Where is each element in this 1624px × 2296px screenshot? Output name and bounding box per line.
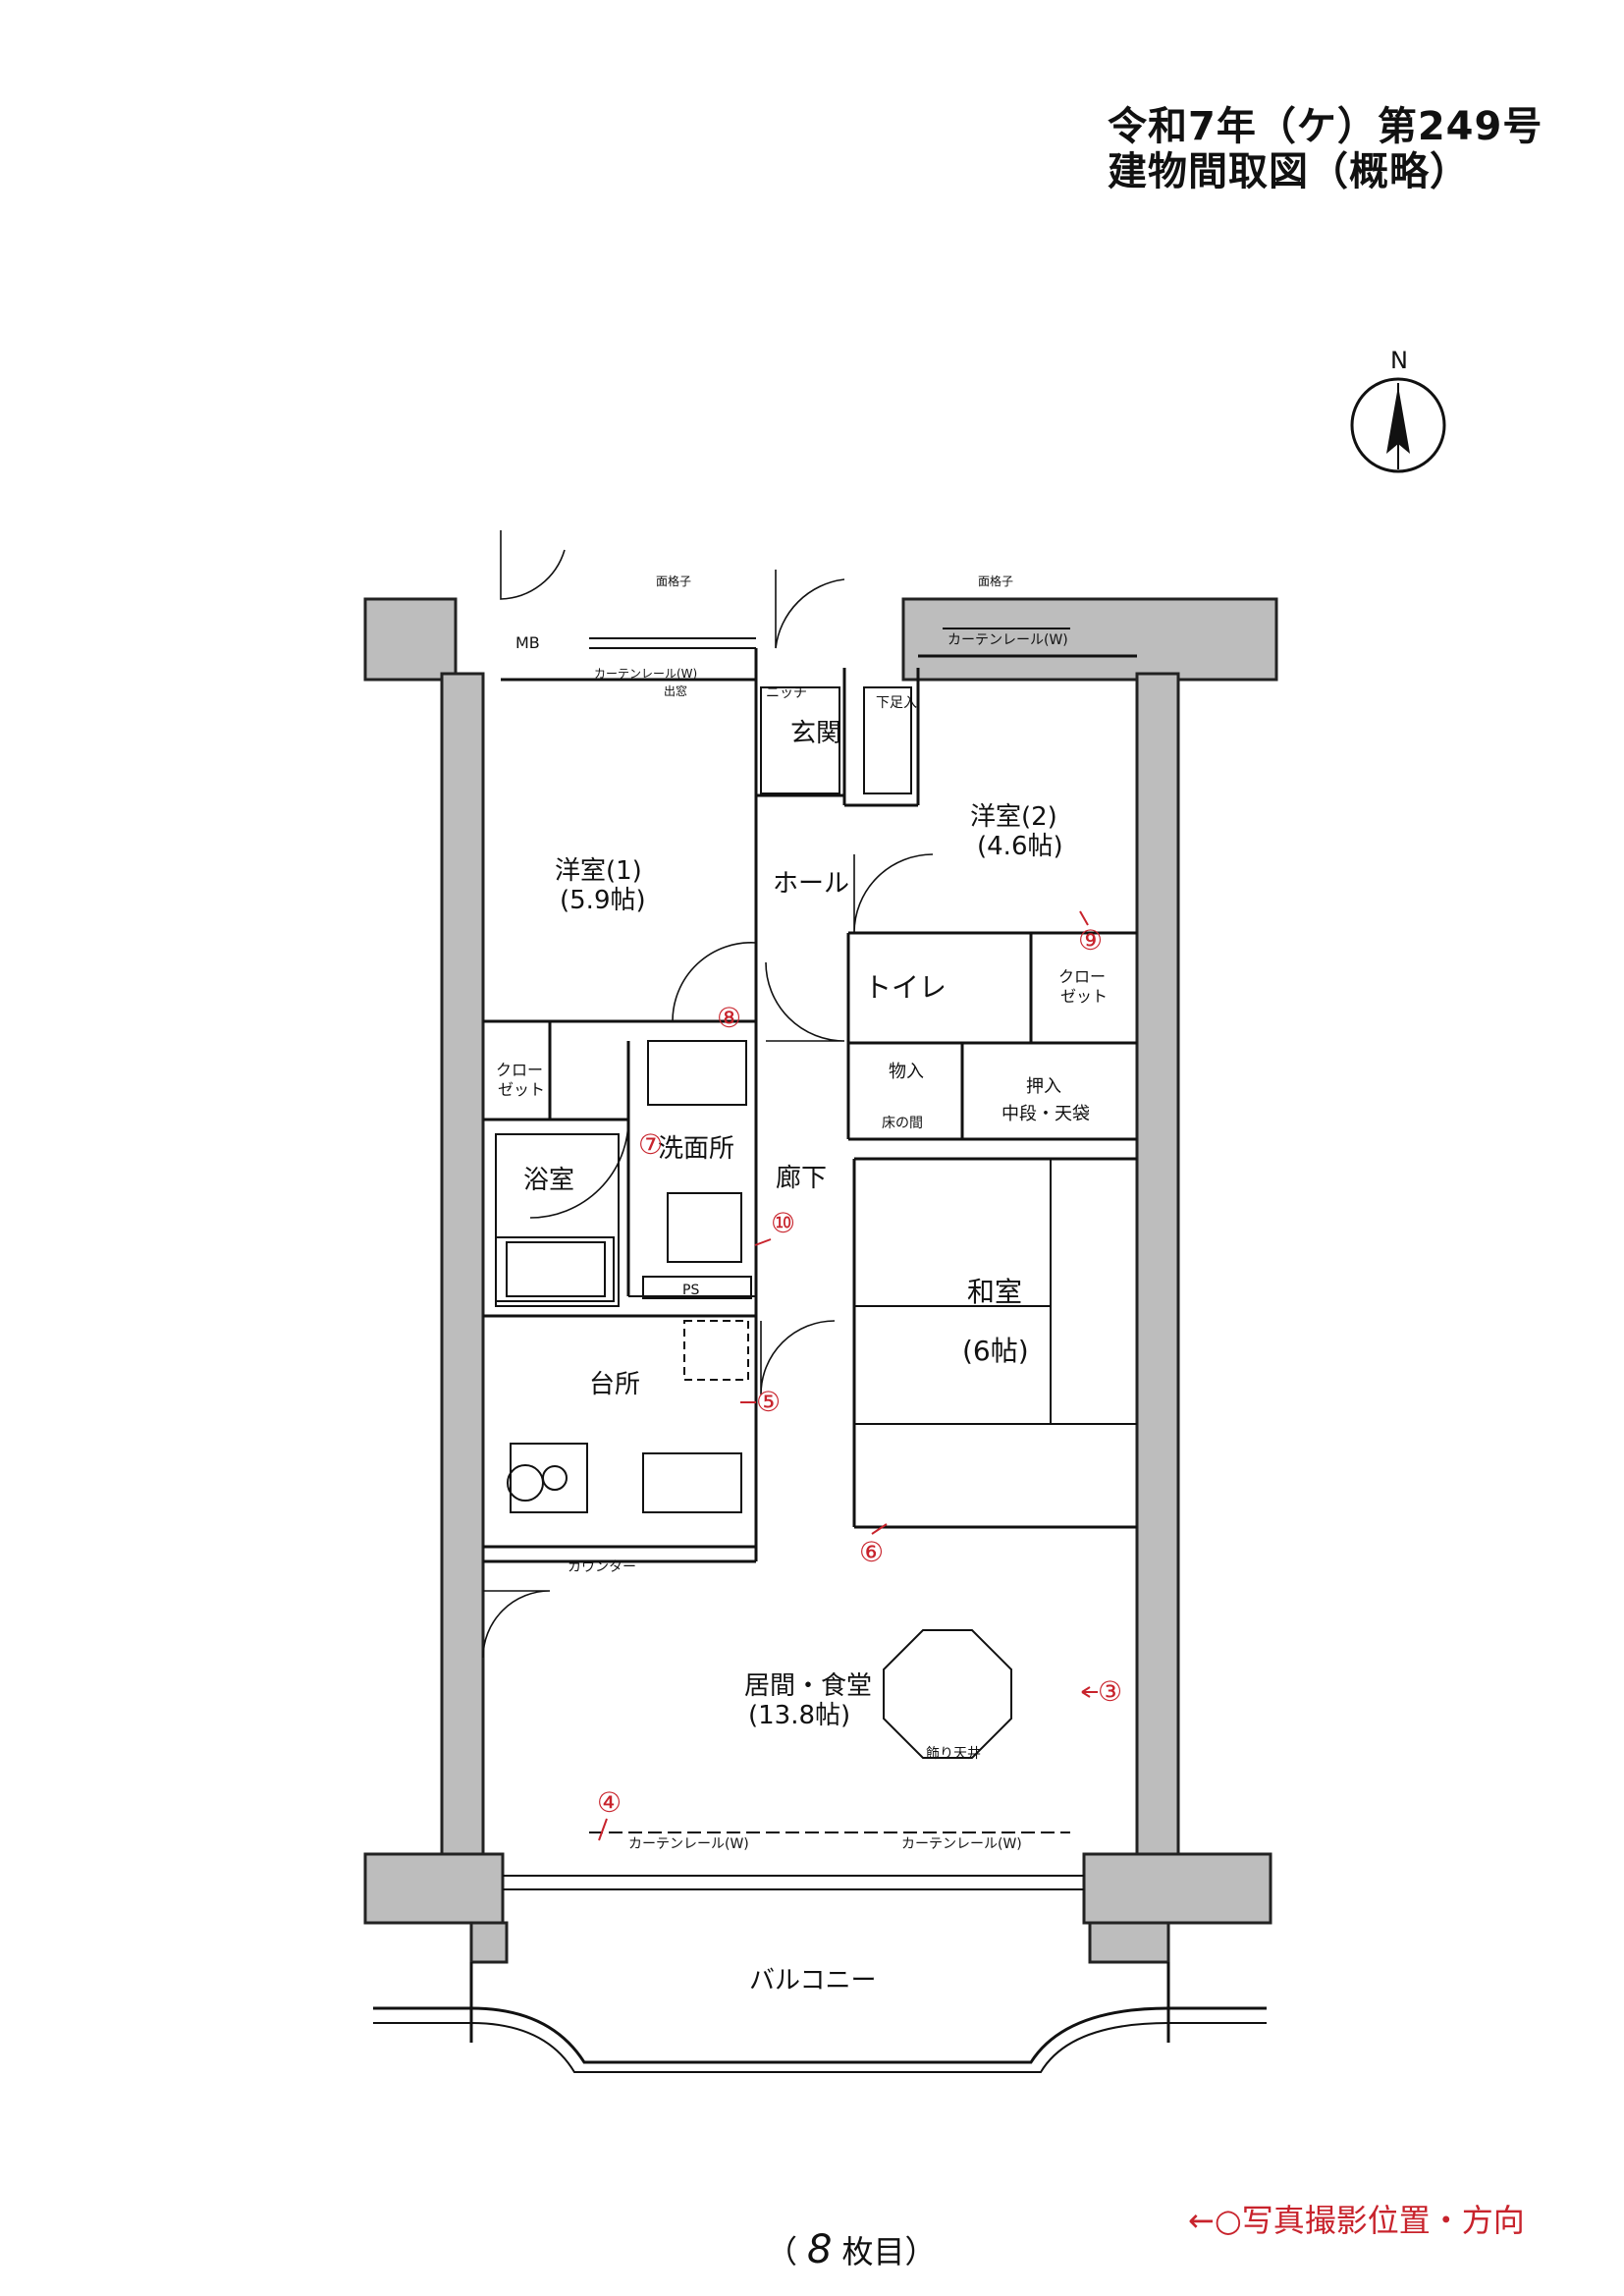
photo-marker-6: ⑥ <box>859 1536 884 1568</box>
photo-marker-3: ③ <box>1098 1675 1122 1708</box>
document-title: 建物間取図（概略） <box>1108 149 1470 194</box>
niche-label: ニッチ <box>766 685 807 701</box>
bathroom-label: 浴室 <box>523 1166 574 1195</box>
living-name: 居間・食堂 <box>744 1671 872 1701</box>
lattice-label-2: 面格子 <box>978 574 1013 588</box>
toilet-label: トイレ <box>864 971 947 1004</box>
corridor-label: 廊下 <box>776 1164 827 1193</box>
photo-marker-9: ⑨ <box>1078 924 1103 957</box>
compass-icon: N <box>1350 347 1446 473</box>
compass-north-label: N <box>1390 347 1408 374</box>
bay-window-label: 出窓 <box>664 683 687 698</box>
walls <box>363 597 1278 1964</box>
photo-marker-10: ⑩ <box>771 1207 795 1239</box>
oshiire-label-a: 押入 <box>1026 1076 1061 1097</box>
photo-marker-5: ⑤ <box>756 1386 781 1418</box>
living-size: (13.8帖) <box>748 1701 850 1730</box>
photo-legend: ←○写真撮影位置・方向 <box>1188 2202 1525 2239</box>
closet-1-label-b: ゼット <box>498 1080 545 1099</box>
hall-label: ホール <box>773 869 849 899</box>
tokonoma-label: 床の間 <box>882 1116 923 1131</box>
hanging-ceiling-label: 飾り天井 <box>926 1746 981 1762</box>
balcony-label: バルコニー <box>749 1966 876 1995</box>
door-swings <box>482 530 934 1659</box>
shoe-box-label: 下足入 <box>876 695 917 711</box>
entrance-label: 玄関 <box>790 719 841 748</box>
photo-marker-4: ④ <box>597 1786 622 1819</box>
storage-label: 物入 <box>889 1062 924 1082</box>
closet-1-label-a: クロー <box>496 1061 543 1079</box>
lattice-label-1: 面格子 <box>656 574 691 588</box>
case-number: 令和7年（ケ）第249号 <box>1108 104 1543 149</box>
curtain-rail-1: カーテンレール(W) <box>594 667 697 681</box>
photo-marker-8: ⑧ <box>717 1002 741 1034</box>
closet-2-label-b: ゼット <box>1060 987 1108 1006</box>
photo-markers: ③ ④ ⑤ ⑥ ⑦ ⑧ ⑨ ⑩ <box>597 910 1122 1841</box>
page-no: 8 <box>807 2227 833 2272</box>
oshiire-label-b: 中段・天袋 <box>1001 1104 1090 1124</box>
page-prefix: （ <box>766 2233 798 2270</box>
washitsu-name: 和室 <box>967 1276 1022 1308</box>
washroom-label: 洗面所 <box>658 1134 734 1164</box>
western-room-1-size: (5.9帖) <box>560 886 646 915</box>
curtain-rail-3: カーテンレール(W) <box>628 1836 749 1852</box>
partitions <box>373 628 1267 2073</box>
page-suffix: 枚目） <box>841 2233 937 2270</box>
western-room-2-size: (4.6帖) <box>977 832 1063 861</box>
washitsu-size: (6帖) <box>962 1335 1029 1367</box>
mb-label: MB <box>515 633 540 652</box>
western-room-2-name: 洋室(2) <box>970 802 1057 832</box>
closet-2-label-a: クロー <box>1058 967 1106 986</box>
curtain-rail-2: カーテンレール(W) <box>947 632 1068 648</box>
counter-label: カウンター <box>568 1559 636 1575</box>
photo-marker-7: ⑦ <box>638 1128 663 1161</box>
ps-label: PS <box>682 1283 699 1298</box>
curtain-rail-4: カーテンレール(W) <box>901 1836 1022 1852</box>
kitchen-label: 台所 <box>589 1370 640 1399</box>
western-room-1-name: 洋室(1) <box>555 856 642 886</box>
room-labels: 洋室(1) (5.9帖) 洋室(2) (4.6帖) 玄関 ホール トイレ クロー… <box>496 574 1108 1995</box>
